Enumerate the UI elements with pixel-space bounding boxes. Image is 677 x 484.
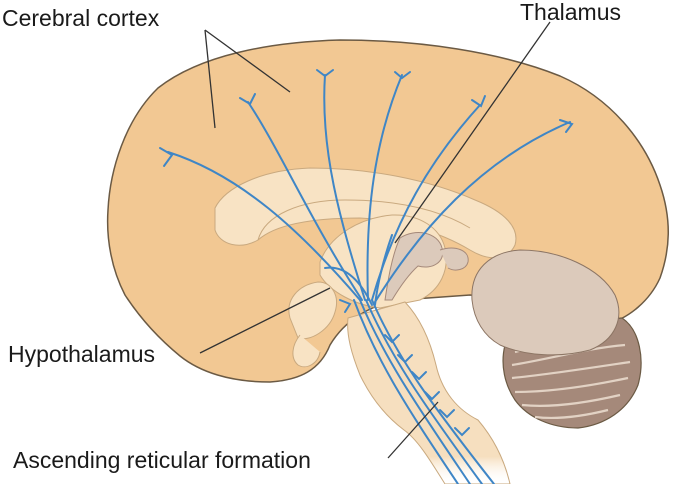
cortex-leader-1	[204, 29, 216, 129]
thalamus-leader	[394, 21, 551, 244]
cerebellum	[471, 249, 642, 429]
reticular-leader	[387, 401, 439, 459]
hypothalamus-leader	[199, 287, 331, 354]
hypothalamus-region	[288, 281, 337, 340]
label-thalamus: Thalamus	[520, 0, 621, 25]
pineal-region	[439, 247, 469, 271]
pituitary-region	[292, 334, 321, 368]
ascending-fibers	[159, 69, 574, 484]
label-cerebral-cortex: Cerebral cortex	[2, 5, 160, 31]
label-hypothalamus: Hypothalamus	[8, 341, 155, 367]
ventricle-region	[384, 232, 444, 301]
leader-lines	[199, 21, 551, 459]
label-ascending-reticular-formation: Ascending reticular formation	[13, 447, 311, 473]
cortex-leader-2	[204, 29, 291, 93]
